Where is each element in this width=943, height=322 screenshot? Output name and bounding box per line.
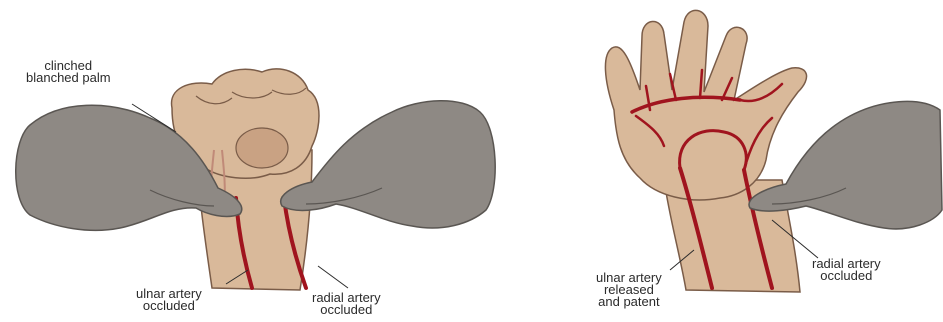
thumb [236, 128, 288, 168]
label-line: occluded [136, 300, 202, 312]
label-radial-artery-occluded-left: radial artery occluded [312, 292, 381, 316]
left-panel [16, 69, 495, 290]
label-radial-artery-occluded-right: radial artery occluded [812, 258, 881, 282]
label-ulnar-artery-occluded: ulnar artery occluded [136, 288, 202, 312]
label-ulnar-artery-released: ulnar artery released and patent [596, 272, 662, 308]
label-line: occluded [812, 270, 881, 282]
label-line: occluded [312, 304, 381, 316]
label-line: blanched palm [26, 72, 111, 84]
label-line: and patent [596, 296, 662, 308]
right-panel [605, 10, 942, 292]
label-clinched-blanched-palm: clinched blanched palm [26, 60, 111, 84]
open-palm [605, 10, 806, 200]
